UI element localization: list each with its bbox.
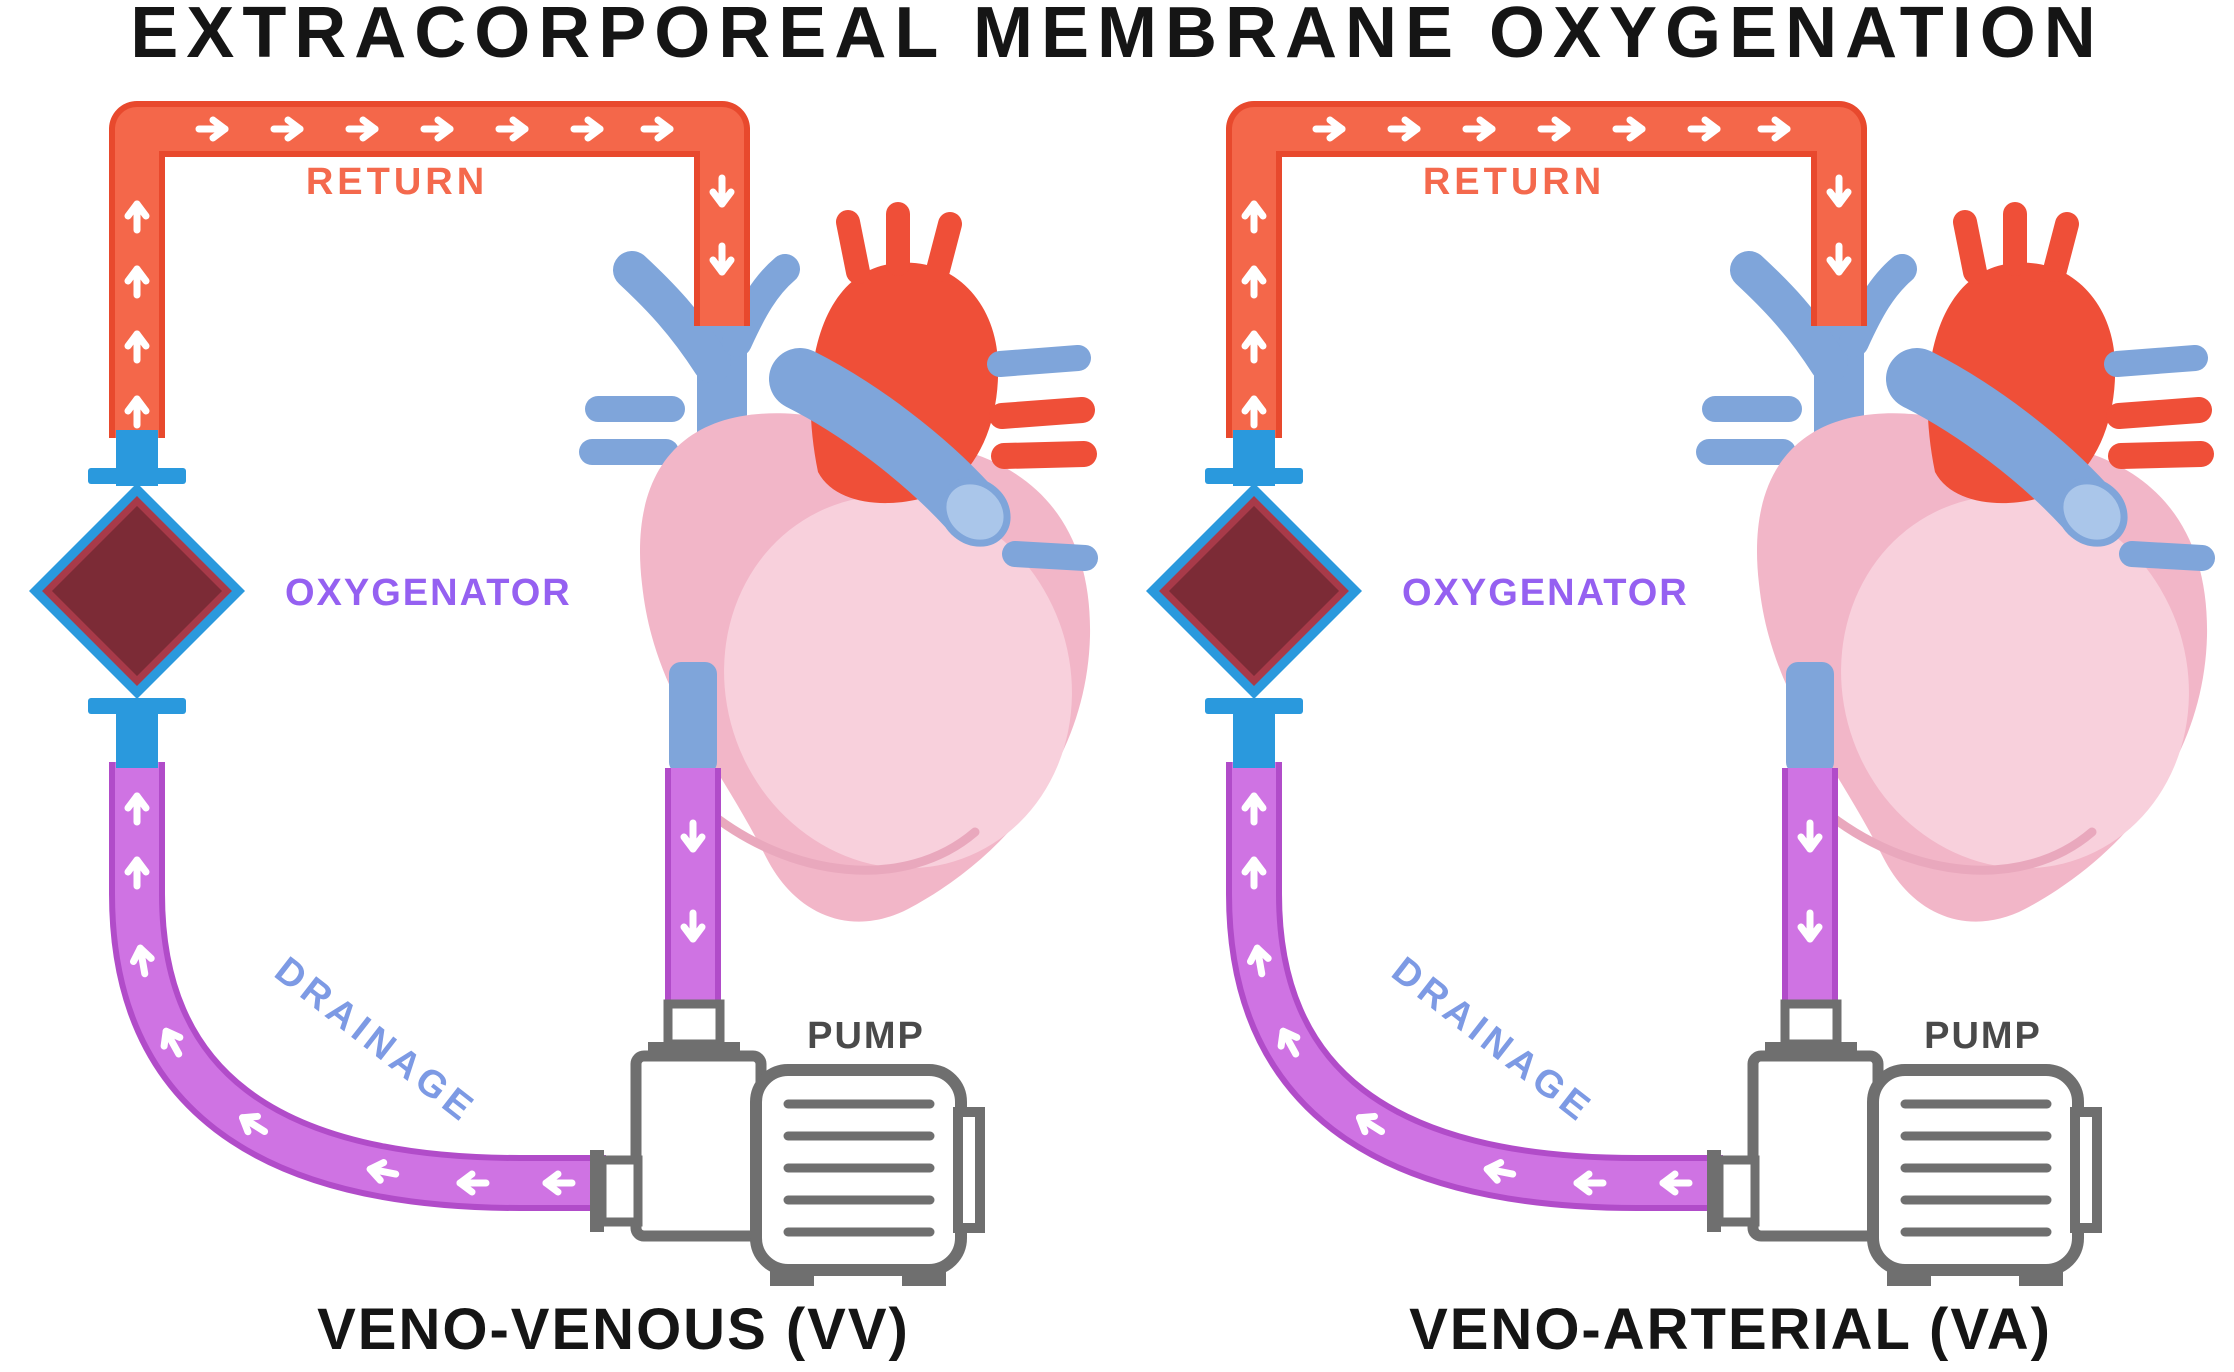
diagram-title: EXTRACORPOREAL MEMBRANE OXYGENATION: [130, 0, 2104, 73]
drainage-label: DRAINAGE: [1384, 949, 1601, 1132]
return-label: RETURN: [1423, 161, 1605, 203]
oxygenator-label: OXYGENATOR: [1402, 572, 1689, 614]
caption-veno-venous: VENO-VENOUS (VV): [317, 1297, 910, 1362]
pump-label: PUMP: [1924, 1015, 2042, 1057]
va-circuit-canvas: RETURN OXYGENATOR DRAINAGE PUMP: [1117, 64, 2234, 1304]
panel-veno-arterial: RETURN OXYGENATOR DRAINAGE PUMP VENO-ART…: [1117, 64, 2234, 1372]
return-label: RETURN: [306, 161, 488, 203]
pump-label: PUMP: [807, 1015, 925, 1057]
drainage-label: DRAINAGE: [267, 949, 484, 1132]
oxygenator-label: OXYGENATOR: [285, 572, 572, 614]
panel-veno-venous: RETURN OXYGENATOR DRAINAGE PUMP VENO-VEN…: [0, 64, 1117, 1372]
caption-veno-arterial: VENO-ARTERIAL (VA): [1409, 1297, 2052, 1362]
vv-circuit-canvas: RETURN OXYGENATOR DRAINAGE PUMP: [0, 64, 1117, 1304]
